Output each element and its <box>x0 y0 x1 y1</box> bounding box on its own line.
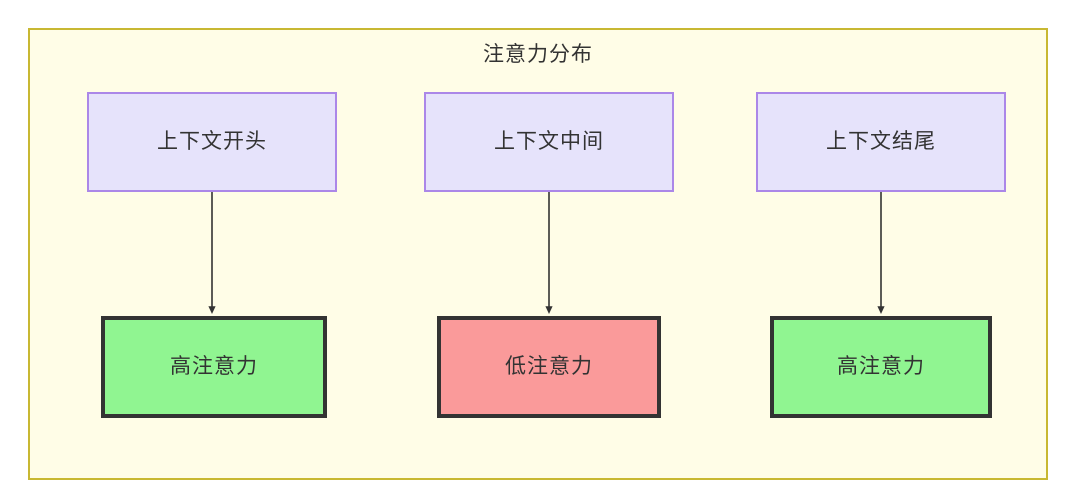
node-context-middle-label: 上下文中间 <box>494 130 604 153</box>
node-context-end-label: 上下文结尾 <box>826 130 936 153</box>
node-context-start[interactable]: 上下文开头 <box>87 92 337 192</box>
node-low-attention-middle-label: 低注意力 <box>505 355 593 378</box>
node-high-attention-start-label: 高注意力 <box>170 355 258 378</box>
node-high-attention-start[interactable]: 高注意力 <box>101 316 327 418</box>
node-high-attention-end-label: 高注意力 <box>837 355 925 378</box>
node-low-attention-middle[interactable]: 低注意力 <box>437 316 661 418</box>
node-context-start-label: 上下文开头 <box>157 130 267 153</box>
node-high-attention-end[interactable]: 高注意力 <box>770 316 992 418</box>
node-context-middle[interactable]: 上下文中间 <box>424 92 674 192</box>
node-context-end[interactable]: 上下文结尾 <box>756 92 1006 192</box>
diagram-title: 注意力分布 <box>483 43 593 66</box>
